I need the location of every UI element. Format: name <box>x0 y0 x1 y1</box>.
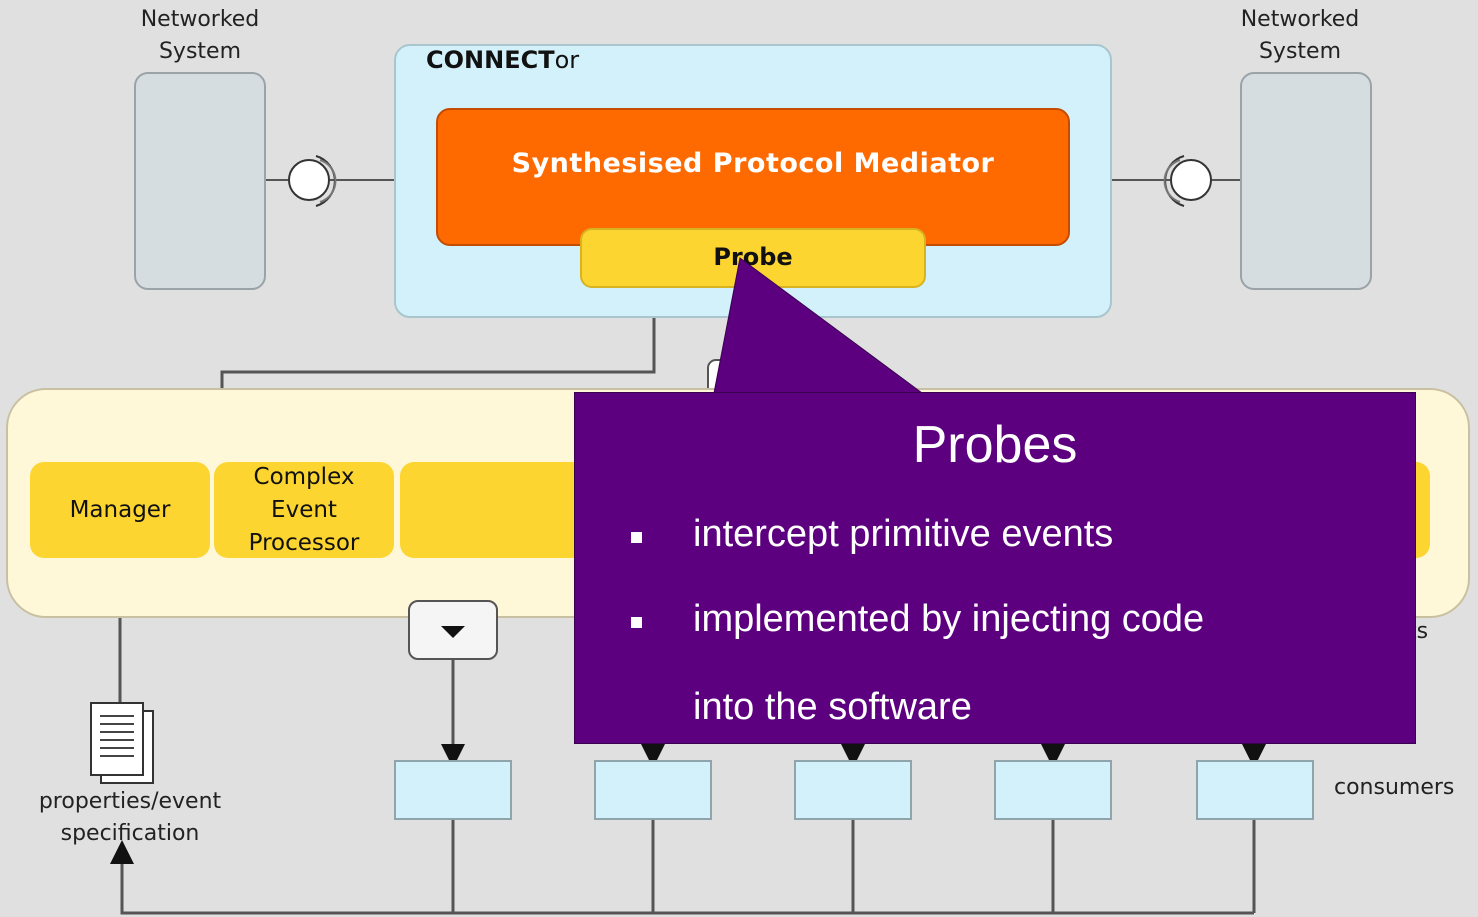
complex-event-processor-module: Complex Event Processor <box>214 462 394 558</box>
protocol-mediator: Synthesised Protocol Mediator <box>436 108 1070 246</box>
consumer-box <box>594 760 712 820</box>
consumer-box <box>794 760 912 820</box>
cep-label-line3: Processor <box>248 529 360 556</box>
left-interface-socket <box>288 155 337 207</box>
callout-title: Probes <box>912 416 1078 474</box>
right-networked-system <box>1240 72 1372 290</box>
document-label-line1: properties/event <box>38 789 222 814</box>
chevron-down-icon <box>441 626 465 638</box>
connector-title-rest: or <box>554 46 580 74</box>
right-system-label-line1: Networked <box>1240 7 1360 32</box>
cep-label-line2: Event <box>271 496 337 523</box>
protocol-mediator-label: Synthesised Protocol Mediator <box>511 148 995 179</box>
cep-label-line1: Complex <box>253 463 355 490</box>
callout-item: implemented by injecting code <box>693 598 1205 640</box>
right-interface-socket <box>1163 155 1212 207</box>
probe-label: Probe <box>713 243 793 271</box>
consumer-box <box>394 760 512 820</box>
document-icon <box>90 702 144 776</box>
probes-callout: Probes intercept primitive events implem… <box>574 392 1416 744</box>
consumers-label: consumers <box>1334 775 1455 800</box>
connector-title: CONNECTor <box>426 46 579 74</box>
bullet-icon <box>631 617 642 628</box>
connector-title-bold: CONNECT <box>426 46 555 74</box>
dispatcher-dropdown[interactable] <box>408 600 498 660</box>
callout-item: into the software <box>693 686 972 728</box>
manager-module: Manager <box>30 462 210 558</box>
left-system-label-line2: System <box>158 39 242 64</box>
right-system-label-line2: System <box>1258 39 1342 64</box>
manager-label: Manager <box>69 496 171 523</box>
consumer-box <box>1196 760 1314 820</box>
bullet-icon <box>631 532 642 543</box>
document-label-line2: specification <box>60 821 200 846</box>
left-networked-system <box>134 72 266 290</box>
left-system-label: Networked System <box>100 4 300 68</box>
callout-item: intercept primitive events <box>693 513 1114 555</box>
left-system-label-line1: Networked <box>140 7 260 32</box>
consumer-box <box>994 760 1112 820</box>
right-system-label: Networked System <box>1200 4 1400 68</box>
feedback-bus <box>110 840 1254 915</box>
document-label: properties/event specification <box>10 786 250 850</box>
